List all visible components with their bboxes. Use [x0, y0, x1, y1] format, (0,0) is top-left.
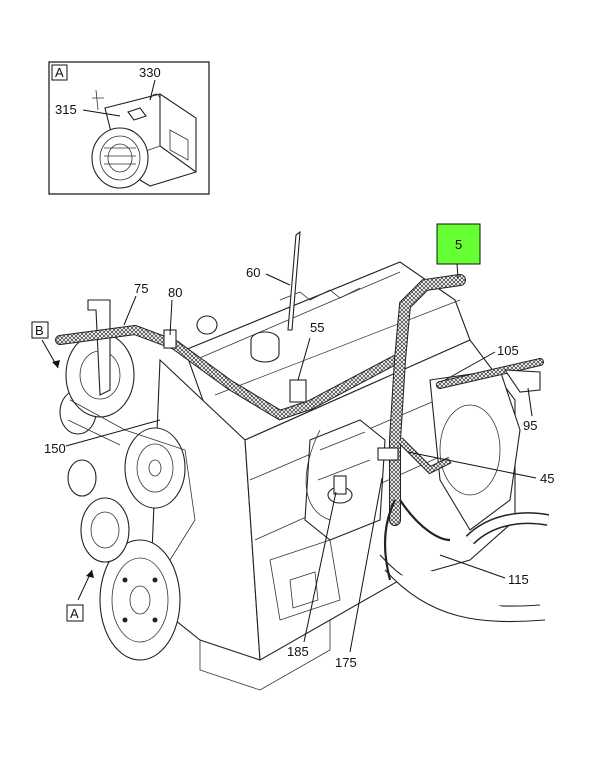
callout-115: 115 — [508, 572, 529, 587]
highlight-callout-5[interactable]: 5 — [436, 223, 481, 265]
engine-assembly — [59, 230, 550, 691]
svg-text:A: A — [70, 606, 79, 621]
callout-185: 185 — [287, 644, 309, 659]
callout-80: 80 — [168, 285, 182, 300]
callout-175: 175 — [335, 655, 357, 670]
view-marker-a: A — [66, 569, 94, 622]
callout-45: 45 — [540, 471, 554, 486]
inset-callout-315: 315 — [55, 102, 77, 117]
wiring-harness — [55, 274, 544, 581]
callout-55: 55 — [310, 320, 324, 335]
callout-95: 95 — [523, 418, 537, 433]
highlight-box[interactable] — [436, 223, 481, 265]
callout-75: 75 — [134, 281, 148, 296]
inset-callout-330: 330 — [139, 65, 161, 80]
highlight-label: 5 — [455, 237, 462, 252]
callout-60: 60 — [246, 265, 260, 280]
view-marker-b: B — [31, 321, 60, 369]
callout-105: 105 — [497, 343, 519, 358]
callouts: 60 75 80 55 105 95 150 45 115 185 175 — [44, 263, 554, 670]
inset-label-box — [51, 64, 68, 81]
inset-label: A — [55, 65, 64, 80]
svg-text:B: B — [35, 323, 44, 338]
inset-detail-a: A 330 315 — [48, 61, 210, 195]
callout-150: 150 — [44, 441, 66, 456]
